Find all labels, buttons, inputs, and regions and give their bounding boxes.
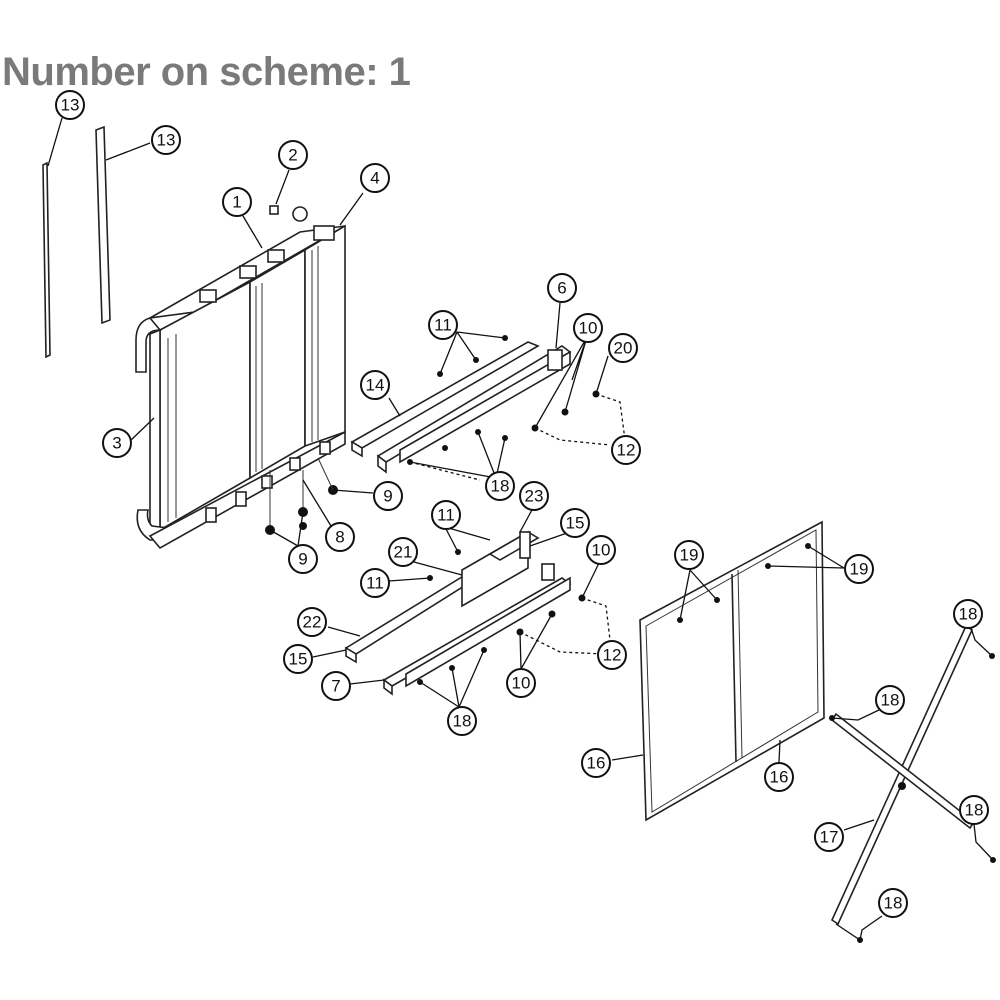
svg-text:19: 19 — [680, 546, 699, 565]
mount-hardware-8-9 — [265, 457, 338, 535]
callout: 21 — [388, 537, 418, 567]
svg-text:13: 13 — [61, 96, 80, 115]
svg-text:10: 10 — [512, 674, 531, 693]
svg-text:10: 10 — [579, 319, 598, 338]
svg-text:2: 2 — [288, 146, 297, 165]
callout: 18 — [447, 706, 477, 736]
callout: 20 — [608, 333, 638, 363]
callout: 7 — [321, 671, 351, 701]
svg-text:21: 21 — [394, 543, 413, 562]
svg-text:18: 18 — [959, 605, 978, 624]
callout: 2 — [278, 140, 308, 170]
callout: 11 — [360, 568, 390, 598]
callout: 10 — [573, 313, 603, 343]
svg-text:18: 18 — [491, 477, 510, 496]
callout: 18 — [875, 685, 905, 715]
callout: 13 — [151, 125, 181, 155]
callout: 15 — [283, 644, 313, 674]
callout: 1 — [222, 187, 252, 217]
svg-text:1: 1 — [232, 193, 241, 212]
callout: 12 — [597, 640, 627, 670]
callout: 11 — [428, 310, 458, 340]
svg-text:12: 12 — [617, 441, 636, 460]
svg-text:18: 18 — [881, 691, 900, 710]
callout: 4 — [360, 163, 390, 193]
cross-brace-17 — [829, 624, 996, 943]
callout: 12 — [611, 435, 641, 465]
svg-text:15: 15 — [289, 650, 308, 669]
callout: 18 — [485, 471, 515, 501]
svg-text:16: 16 — [770, 768, 789, 787]
svg-text:16: 16 — [587, 754, 606, 773]
svg-text:12: 12 — [603, 646, 622, 665]
callout: 14 — [360, 370, 390, 400]
callout: 18 — [953, 599, 983, 629]
callout: 19 — [844, 554, 874, 584]
leader-lines — [47, 117, 994, 942]
callout: 10 — [586, 535, 616, 565]
callout: 6 — [547, 273, 577, 303]
callout: 11 — [431, 500, 461, 530]
callout: 9 — [373, 481, 403, 511]
callout: 13 — [55, 90, 85, 120]
callout: 16 — [764, 762, 794, 792]
radiator-assembly — [135, 205, 346, 550]
upper-bracket-assembly — [350, 335, 626, 481]
svg-text:18: 18 — [453, 712, 472, 731]
callout: 8 — [325, 522, 355, 552]
svg-text:13: 13 — [157, 131, 176, 150]
svg-text:3: 3 — [112, 434, 121, 453]
lower-bracket-assembly — [344, 530, 611, 696]
svg-text:22: 22 — [303, 613, 322, 632]
svg-text:20: 20 — [614, 339, 633, 358]
svg-text:18: 18 — [884, 894, 903, 913]
svg-text:6: 6 — [557, 279, 566, 298]
svg-text:7: 7 — [331, 677, 340, 696]
svg-text:23: 23 — [525, 487, 544, 506]
seal-strip-13b — [95, 125, 111, 325]
callout: 18 — [878, 888, 908, 918]
callout: 22 — [297, 607, 327, 637]
callout: 3 — [102, 428, 132, 458]
svg-text:11: 11 — [434, 316, 452, 335]
svg-text:11: 11 — [366, 574, 384, 593]
svg-text:19: 19 — [850, 560, 869, 579]
svg-text:11: 11 — [437, 506, 455, 525]
svg-text:8: 8 — [335, 528, 344, 547]
callout: 18 — [959, 795, 989, 825]
callout: 23 — [519, 481, 549, 511]
svg-text:9: 9 — [383, 487, 392, 506]
callout: 19 — [674, 540, 704, 570]
scheme-heading: Number on scheme: 1 — [2, 50, 411, 94]
svg-text:17: 17 — [820, 828, 839, 847]
svg-text:10: 10 — [592, 541, 611, 560]
svg-text:15: 15 — [566, 514, 585, 533]
callout: 9 — [288, 544, 318, 574]
callout: 16 — [581, 748, 611, 778]
svg-text:18: 18 — [965, 801, 984, 820]
svg-text:14: 14 — [366, 376, 385, 395]
svg-text:9: 9 — [298, 550, 307, 569]
callout: 17 — [814, 822, 844, 852]
svg-text:4: 4 — [370, 169, 379, 188]
callout: 15 — [560, 508, 590, 538]
callout: 10 — [506, 668, 536, 698]
seal-strip-13a — [42, 161, 51, 359]
